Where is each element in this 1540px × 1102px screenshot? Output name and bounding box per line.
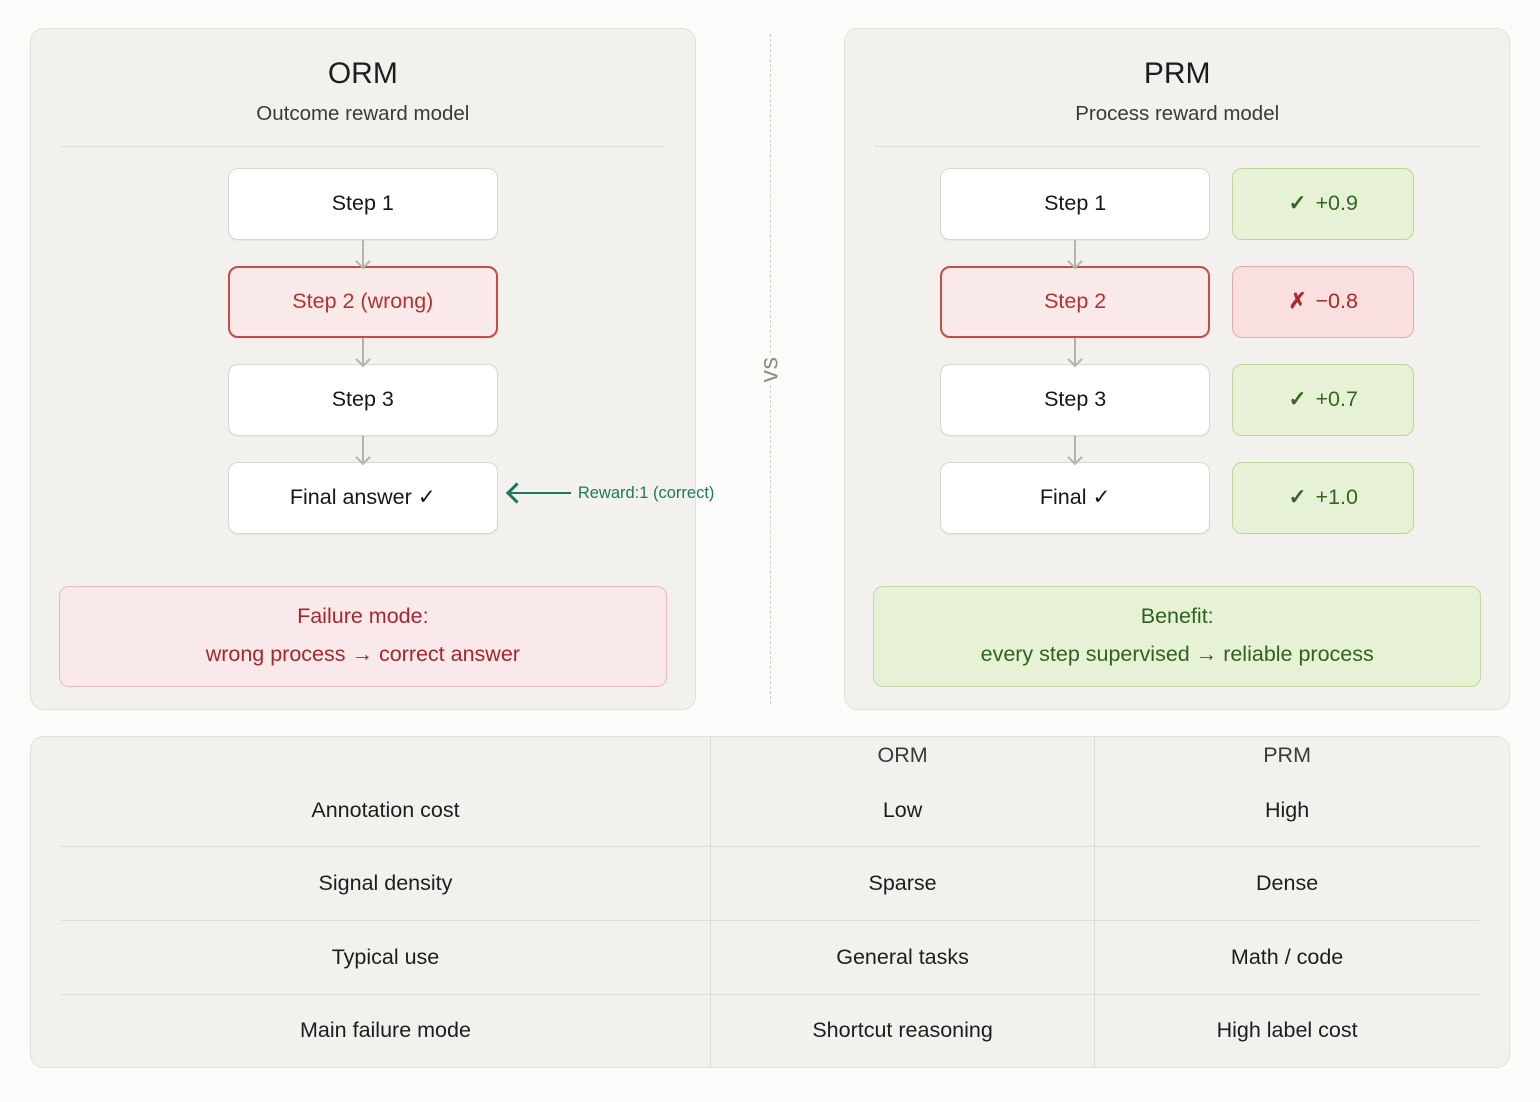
prm-benefit-note: Benefit: every step supervised → reliabl…: [873, 586, 1482, 687]
check-icon: ✓: [1288, 387, 1307, 411]
prm-header-divider: [875, 145, 1480, 147]
check-icon: ✓: [1288, 485, 1307, 509]
prm-score-2-value: −0.8: [1315, 289, 1358, 313]
table-header-blank: [61, 737, 711, 774]
cross-icon: ✗: [1288, 289, 1307, 313]
orm-step-1: Step 1: [227, 167, 498, 240]
table-header-orm: ORM: [710, 737, 1096, 774]
table-row: Signal density Sparse Dense: [61, 846, 1479, 921]
orm-subtitle: Outcome reward model: [256, 101, 470, 125]
prm-panel: PRM Process reward model Step 1 Step 2 S…: [844, 28, 1511, 710]
reward-arrow-icon: [508, 492, 571, 494]
comparison-table: ORM PRM Annotation cost Low High Signal …: [61, 737, 1479, 1067]
row-label-annotation-cost: Annotation cost: [61, 774, 711, 848]
prm-score-4: ✓ +1.0: [1232, 461, 1415, 534]
row-prm-annotation-cost: High: [1094, 774, 1479, 848]
row-orm-signal-density: Sparse: [710, 846, 1096, 921]
row-label-main-failure-mode: Main failure mode: [61, 994, 711, 1067]
vs-divider: vs: [696, 28, 845, 710]
prm-benefit-title: Benefit:: [1140, 604, 1214, 628]
table-header-row: ORM PRM: [61, 737, 1479, 774]
table-row: Main failure mode Shortcut reasoning Hig…: [61, 994, 1479, 1067]
prm-step-3: Step 3: [940, 363, 1211, 436]
orm-failure-body: wrong process → correct answer: [205, 642, 520, 666]
prm-score-3-value: +0.7: [1315, 387, 1358, 411]
orm-step-3: Step 3: [227, 363, 498, 436]
row-label-signal-density: Signal density: [61, 846, 711, 921]
comparison-panels: ORM Outcome reward model Step 1 Step 2 (…: [30, 28, 1511, 710]
prm-arrow-3: [1074, 435, 1077, 462]
row-orm-main-failure-mode: Shortcut reasoning: [710, 994, 1096, 1067]
table-header-prm: PRM: [1263, 743, 1311, 767]
prm-step-column: Step 1 Step 2 Step 3 Final ✓: [940, 167, 1211, 534]
comparison-table-panel: ORM PRM Annotation cost Low High Signal …: [30, 736, 1510, 1068]
orm-failure-title: Failure mode:: [297, 604, 429, 628]
prm-title: PRM: [1143, 57, 1211, 90]
row-label-typical-use: Typical use: [61, 920, 711, 995]
prm-score-2: ✗ −0.8: [1232, 265, 1415, 338]
prm-score-1: ✓ +0.9: [1232, 167, 1415, 240]
orm-reward-label: Reward:1 (correct): [577, 483, 715, 502]
row-orm-typical-use: General tasks: [710, 920, 1096, 995]
orm-step-column: Step 1 Step 2 (wrong) Step 3 Final answe…: [227, 167, 498, 534]
prm-step-2: Step 2: [940, 265, 1211, 338]
prm-benefit-body: every step supervised → reliable process: [980, 642, 1374, 666]
prm-flow-area: Step 1 Step 2 Step 3 Final ✓ ✓ +0.9: [873, 147, 1481, 569]
orm-arrow-2: [361, 337, 364, 364]
orm-final-answer: Final answer ✓: [227, 461, 498, 534]
orm-arrow-3: [361, 435, 364, 462]
orm-header-divider: [61, 145, 665, 147]
orm-title: ORM: [327, 57, 398, 90]
row-prm-typical-use: Math / code: [1094, 920, 1479, 995]
prm-final-step: Final ✓: [940, 461, 1211, 534]
prm-arrow-1: [1074, 239, 1077, 266]
row-prm-signal-density: Dense: [1094, 846, 1479, 921]
vs-label: vs: [745, 354, 795, 384]
prm-score-1-value: +0.9: [1315, 191, 1358, 215]
orm-reward-callout: Reward:1 (correct): [508, 483, 715, 503]
prm-header: PRM Process reward model: [873, 55, 1481, 126]
orm-arrow-1: [361, 239, 364, 266]
prm-score-3: ✓ +0.7: [1232, 363, 1415, 436]
orm-panel: ORM Outcome reward model Step 1 Step 2 (…: [30, 28, 714, 710]
prm-score-4-value: +1.0: [1315, 485, 1358, 509]
orm-flow-area: Step 1 Step 2 (wrong) Step 3 Final answe…: [59, 147, 714, 569]
prm-score-column: ✓ +0.9 ✗ −0.8 ✓ +0.7: [1232, 167, 1415, 534]
prm-arrow-2: [1074, 337, 1077, 364]
orm-header: ORM Outcome reward model: [59, 55, 667, 126]
row-orm-annotation-cost: Low: [710, 774, 1096, 848]
orm-flow-wrap: Step 1 Step 2 (wrong) Step 3 Final answe…: [227, 167, 714, 569]
prm-flow-columns: Step 1 Step 2 Step 3 Final ✓ ✓ +0.9: [940, 167, 1415, 569]
table-row: Annotation cost Low High: [61, 774, 1479, 848]
prm-subtitle: Process reward model: [1075, 101, 1280, 125]
prm-step-1: Step 1: [940, 167, 1211, 240]
table-row: Typical use General tasks Math / code: [61, 920, 1479, 995]
check-icon: ✓: [1288, 191, 1307, 215]
orm-step-2: Step 2 (wrong): [227, 265, 498, 338]
orm-failure-note: Failure mode: wrong process → correct an…: [59, 586, 667, 687]
row-prm-main-failure-mode: High label cost: [1216, 1018, 1358, 1043]
